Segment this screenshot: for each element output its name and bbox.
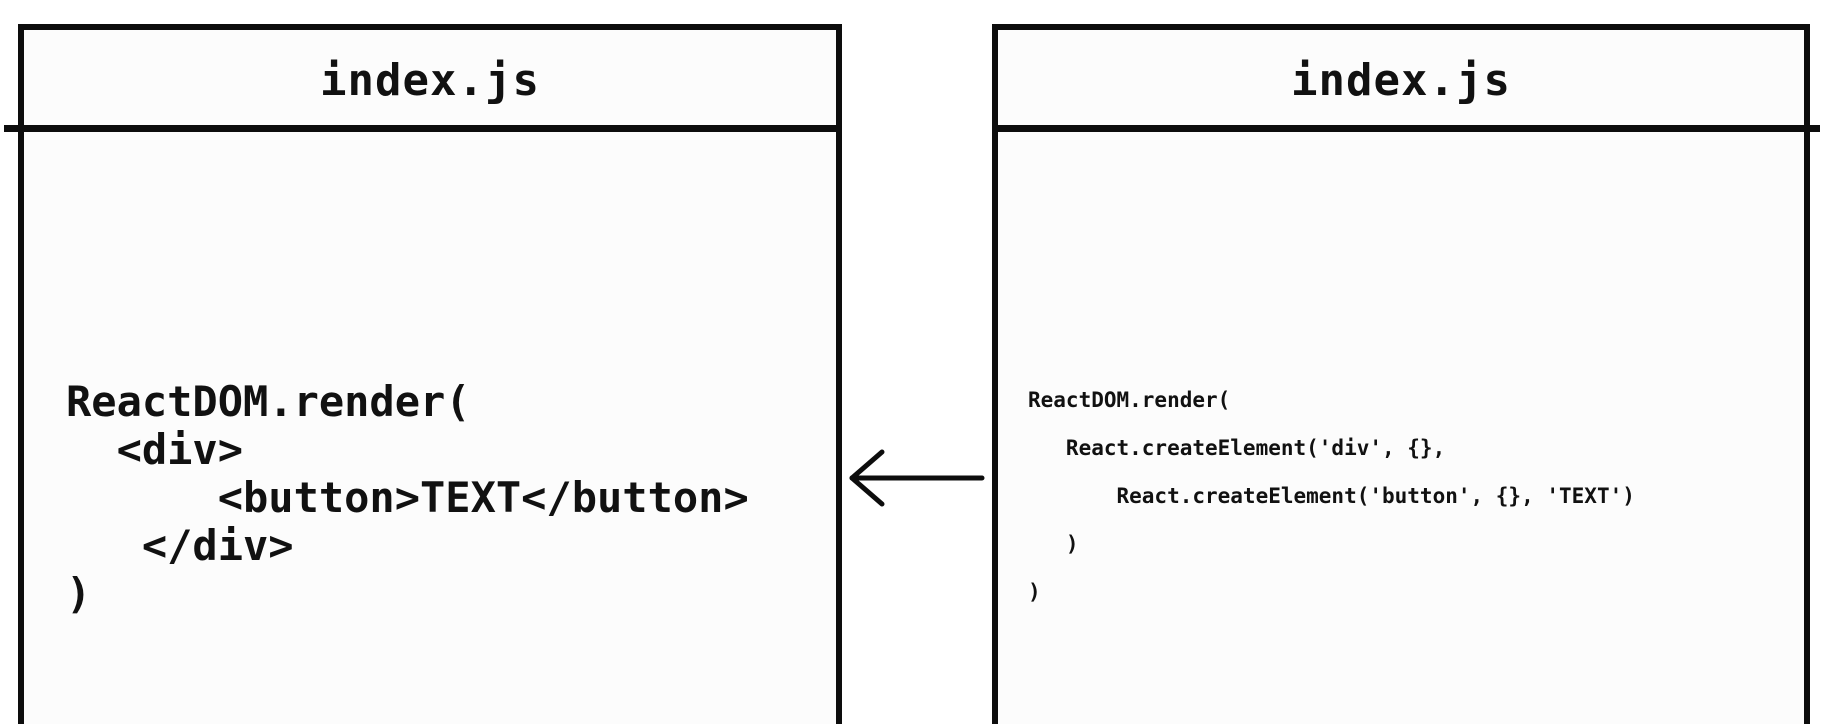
- code-line: React.createElement('div', {},: [1028, 436, 1446, 460]
- code-line: ): [66, 569, 92, 618]
- create-element-code-block: ReactDOM.render( React.createElement('di…: [1028, 376, 1635, 616]
- code-line: ): [1028, 580, 1041, 604]
- code-line: </div>: [66, 521, 294, 570]
- code-line: ): [1028, 532, 1079, 556]
- header-divider: [4, 125, 842, 132]
- code-line: React.createElement('button', {}, 'TEXT'…: [1028, 484, 1635, 508]
- create-element-panel: index.js ReactDOM.render( React.createEl…: [992, 24, 1820, 724]
- panel-title: index.js: [1291, 54, 1511, 106]
- panel-title: index.js: [320, 54, 540, 106]
- code-line: <button>TEXT</button>: [66, 473, 749, 522]
- code-line: ReactDOM.render(: [1028, 388, 1231, 412]
- jsx-code-block: ReactDOM.render( <div> <button>TEXT</but…: [66, 378, 749, 618]
- left-arrow-icon: [849, 449, 985, 507]
- code-line: <div>: [66, 425, 244, 474]
- code-line: ReactDOM.render(: [66, 377, 471, 426]
- jsx-panel: index.js ReactDOM.render( <div> <button>…: [4, 24, 842, 724]
- header-divider: [992, 125, 1820, 132]
